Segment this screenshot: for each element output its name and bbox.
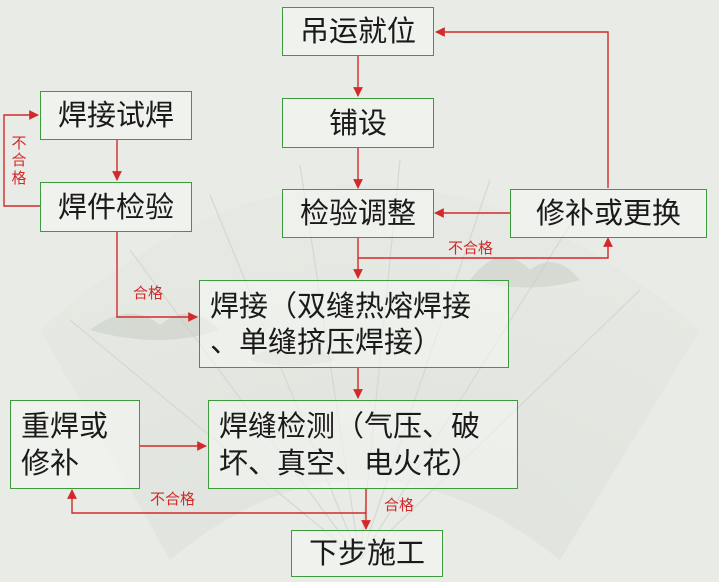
label-pass-seam: 合格 xyxy=(384,496,415,514)
node-hoist: 吊运就位 xyxy=(282,7,434,56)
arrow-part-pass-to-weld xyxy=(116,232,198,322)
label-fail-seam: 不合格 xyxy=(150,490,196,508)
node-trial-weld: 焊接试焊 xyxy=(40,91,192,140)
node-seam-test: 焊缝检测（气压、破 坏、真空、电火花） xyxy=(208,400,518,489)
label-fail-trial: 不合格 xyxy=(11,134,27,187)
node-lay: 铺设 xyxy=(282,98,434,148)
label-pass-part: 合格 xyxy=(133,284,164,302)
node-reweld: 重焊或 修补 xyxy=(10,400,140,489)
node-weld: 焊接（双缝热熔焊接 、单缝挤压焊接） xyxy=(199,280,509,368)
arrow-seam-fail-to-reweld xyxy=(67,489,366,514)
node-repair-replace: 修补或更换 xyxy=(510,189,707,238)
node-next-step: 下步施工 xyxy=(291,530,443,577)
node-inspect-adjust: 检验调整 xyxy=(282,189,434,238)
arrow-repair-to-hoist xyxy=(435,27,609,188)
label-fail-inspect: 不合格 xyxy=(448,239,494,257)
arrow-inspect-to-repair xyxy=(358,237,613,259)
arrow-part-fail-to-trial xyxy=(3,110,40,207)
node-part-inspect: 焊件检验 xyxy=(40,182,192,232)
